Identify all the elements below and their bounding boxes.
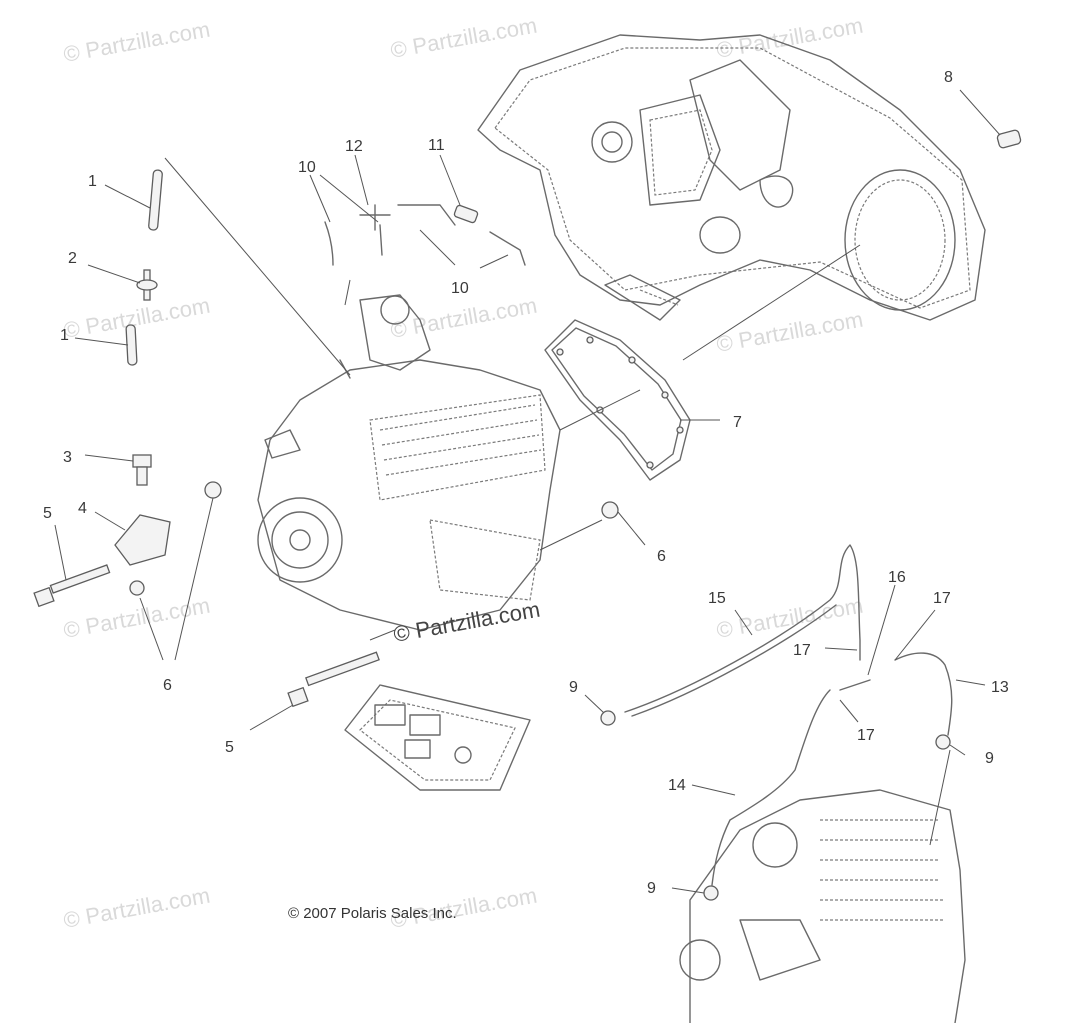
grommet-6b [129,580,145,596]
callout-14: 14 [668,777,686,794]
callout-5: 5 [225,739,234,756]
callout-17: 17 [793,642,811,659]
callout-5: 5 [43,505,52,522]
clamp-9a [600,710,616,726]
center-watermark: © Partzilla.com [392,597,542,647]
pin-1a [148,169,163,231]
callout-1: 1 [88,173,97,190]
callout-17: 17 [933,590,951,607]
tee-16 [839,679,871,691]
hose-13 [894,652,953,736]
callout-4: 4 [78,500,87,517]
plug-8 [996,129,1022,149]
callout-17: 17 [857,727,875,744]
clamp-9b [935,734,951,750]
fitting-11 [453,204,479,224]
hose-10b [379,224,383,256]
gasket-7 [544,319,691,481]
hose-10d [489,231,526,266]
callout-6: 6 [657,548,666,565]
hose-10c [397,204,456,226]
clamp-9c [703,885,719,901]
hose-10a [324,221,334,266]
callout-10: 10 [298,159,316,176]
callout-2: 2 [68,250,77,267]
copyright-text: © 2007 Polaris Sales Inc. [288,905,457,922]
hose-15 [624,544,861,713]
watermark: © Partzilla.com [62,17,212,67]
leader-lines [54,89,1001,894]
callout-9: 9 [569,679,578,696]
watermark: © Partzilla.com [389,13,539,63]
callout-11: 11 [428,137,445,154]
watermark: © Partzilla.com [715,593,865,643]
watermark: © Partzilla.com [715,13,865,63]
watermark: © Partzilla.com [62,883,212,933]
watermark: © Partzilla.com [715,307,865,357]
callout-10: 10 [451,280,469,297]
grommet-6c [601,501,619,519]
callout-12: 12 [345,138,363,155]
callout-16: 16 [888,569,906,586]
callout-8: 8 [944,69,953,86]
bracket-4 [114,514,171,566]
callout-3: 3 [63,449,72,466]
callout-15: 15 [708,590,726,607]
bolt-3 [132,454,152,486]
grommet-6a [204,481,222,499]
callout-13: 13 [991,679,1009,696]
hardware-parts [33,129,1022,901]
callout-9: 9 [647,880,656,897]
engine-inset [679,789,966,1023]
callout-labels: 1 2 1 3 4 5 5 6 6 7 8 9 9 9 10 10 11 12 … [43,69,1009,897]
bolt-5b [287,651,380,708]
hose-14 [711,689,831,886]
callout-1: 1 [60,327,69,344]
fitting-2 [136,269,158,301]
watermark-group: © Partzilla.com © Partzilla.com © Partzi… [62,13,865,933]
callout-6: 6 [163,677,172,694]
bolt-5a [33,564,111,608]
transmission-housing [477,34,986,321]
callout-9: 9 [985,750,994,767]
skid-plate [344,684,531,791]
watermark: © Partzilla.com [389,293,539,343]
vent-hoses [624,544,953,886]
callout-7: 7 [733,414,742,431]
engine-assembly [257,294,561,631]
watermark: © Partzilla.com [62,293,212,343]
tee-12 [359,204,391,231]
